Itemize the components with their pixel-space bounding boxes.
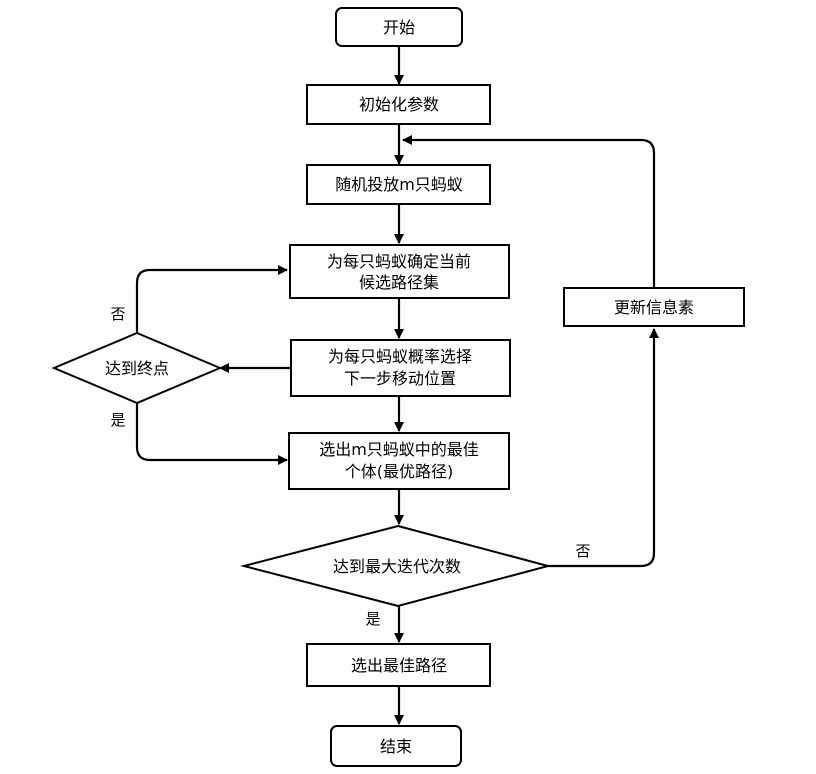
edge-label-max-iter-no: 否	[575, 542, 590, 560]
node-init-label: 初始化参数	[359, 95, 439, 114]
node-select-best: 选出最佳路径	[306, 643, 491, 687]
node-candidate: 为每只蚂蚁确定当前 候选路径集	[289, 244, 510, 299]
node-reach-end-label: 达到终点	[105, 359, 169, 378]
node-prob: 为每只蚂蚁概率选择 下一步移动位置	[290, 339, 511, 397]
node-end-label: 结束	[380, 737, 412, 756]
node-update: 更新信息素	[563, 287, 745, 327]
edge-update-place	[402, 135, 656, 288]
node-end: 结束	[330, 725, 462, 767]
node-start-label: 开始	[383, 18, 415, 37]
node-best-label-1: 选出m只蚂蚁中的最佳	[319, 440, 479, 459]
edges	[135, 46, 659, 725]
node-candidate-label-2: 候选路径集	[359, 273, 439, 292]
edge-label-max-iter-yes: 是	[365, 610, 380, 628]
node-select-best-label: 选出最佳路径	[351, 656, 447, 675]
node-init: 初始化参数	[306, 84, 491, 125]
node-best: 选出m只蚂蚁中的最佳 个体(最优路径)	[288, 432, 510, 490]
node-update-label: 更新信息素	[614, 298, 694, 317]
node-reach-end: 达到终点	[51, 331, 223, 405]
node-max-iter: 达到最大迭代次数	[240, 524, 552, 608]
node-candidate-label-1: 为每只蚂蚁确定当前	[327, 252, 471, 271]
node-prob-label-2: 下一步移动位置	[344, 369, 456, 388]
node-prob-label-1: 为每只蚂蚁概率选择	[328, 347, 472, 366]
node-place-label: 随机投放m只蚂蚁	[335, 175, 463, 194]
edge-maxiter-no	[548, 328, 659, 568]
node-start: 开始	[335, 7, 463, 47]
edge-reach-end-no	[135, 265, 288, 333]
edge-label-reach-end-yes: 是	[110, 411, 125, 429]
node-max-iter-label: 达到最大迭代次数	[333, 557, 461, 576]
node-place: 随机投放m只蚂蚁	[306, 164, 491, 205]
edge-label-reach-end-no: 否	[110, 305, 125, 323]
node-best-label-2: 个体(最优路径)	[345, 462, 454, 481]
edge-reach-end-yes	[135, 403, 288, 465]
